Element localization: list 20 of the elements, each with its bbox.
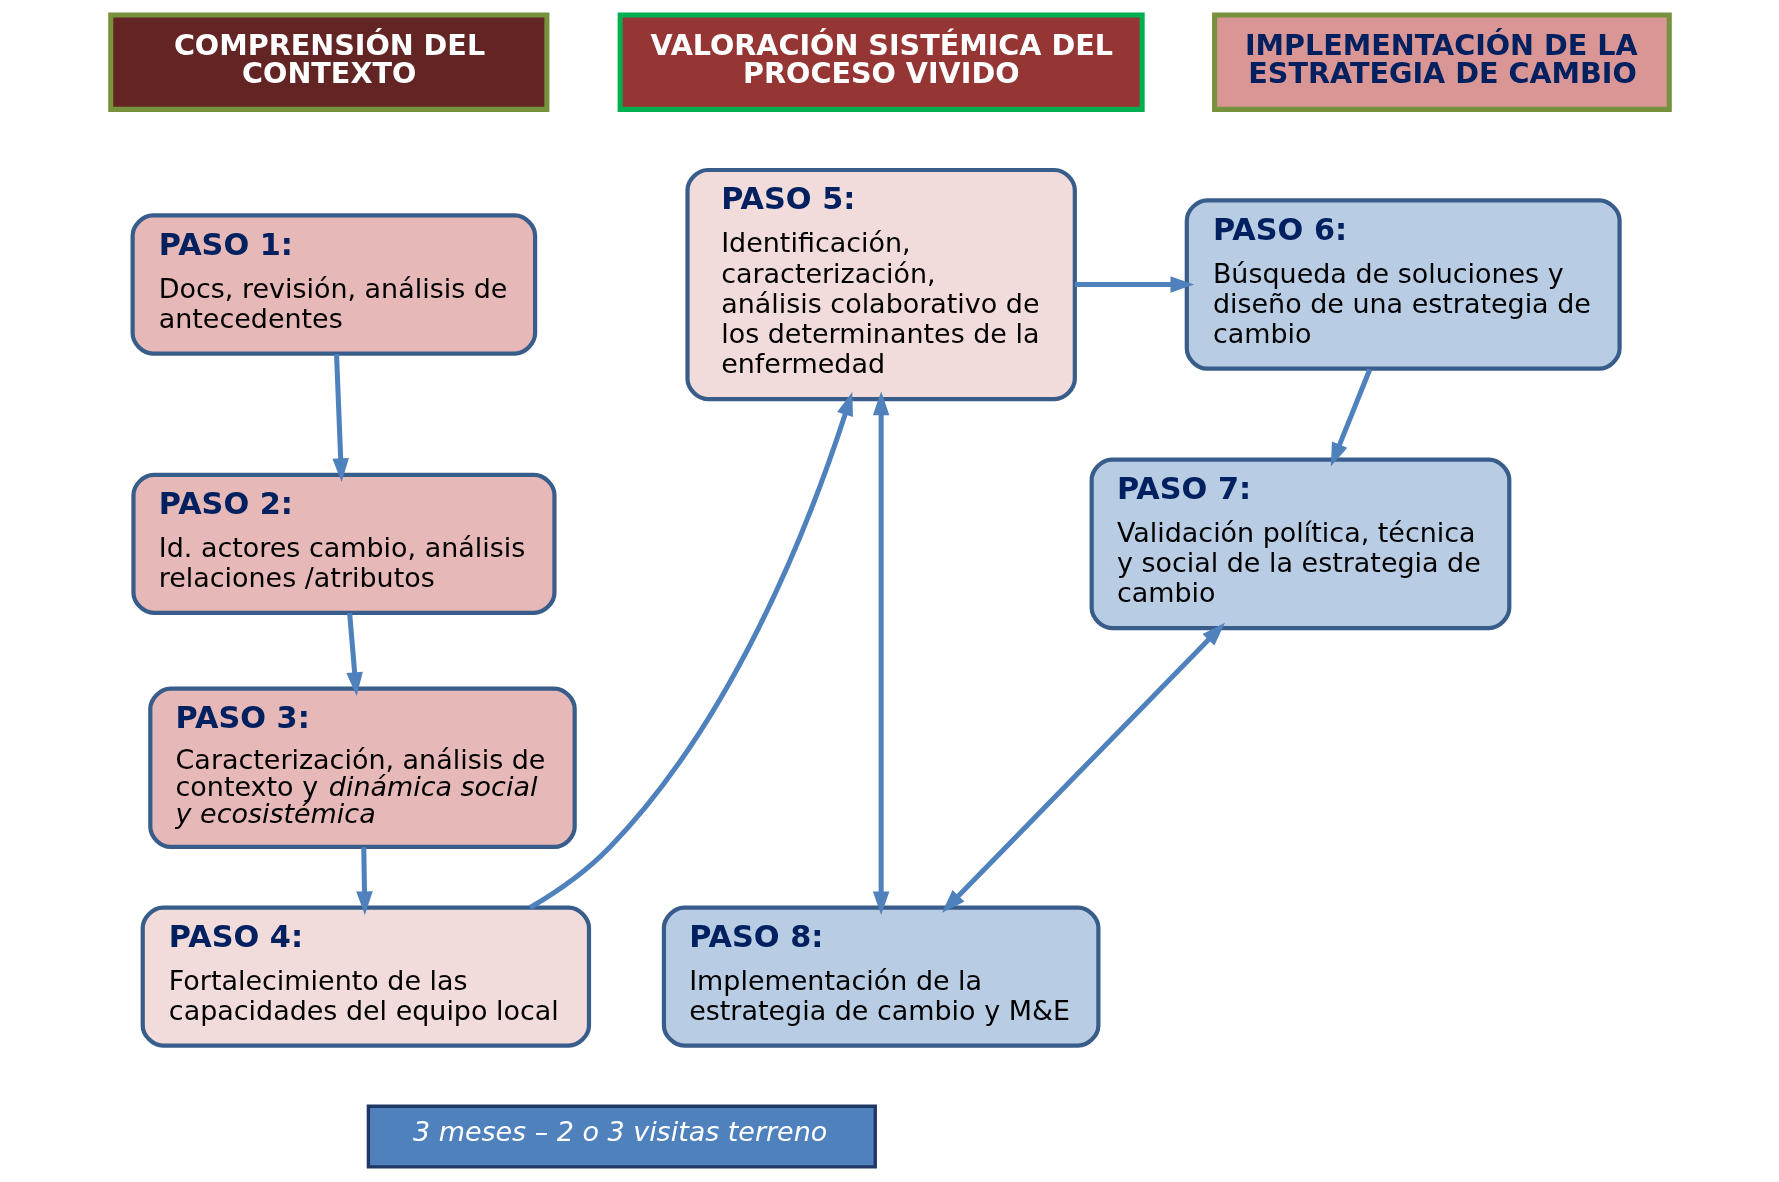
- arrow: [872, 391, 889, 916]
- node-box: PASO 5: Identificación, caracterización, análisis colaborativo de los determinantes de la enfermedad: [684, 167, 1077, 402]
- arrow: [1330, 368, 1372, 467]
- node-box: PASO 4: Fortalecimiento de las capacidades del equipo local: [140, 905, 591, 1048]
- node-box: 3 meses – 2 o 3 visitas terreno: [366, 1104, 877, 1169]
- node-box: PASO 6: Búsqueda de soluciones y diseño de una estrategia de cambio: [1184, 198, 1622, 371]
- node-box: PASO 7: Validación política, técnica y social de la estrategia de cambio: [1089, 457, 1511, 631]
- node-box: PASO 8: Implementación de la estrategia de cambio y M&E: [661, 905, 1100, 1048]
- node-box: PASO 2: Id. actores cambio, análisis relaciones /atributos: [130, 472, 557, 615]
- node-box: PASO 3: Caracterización, análisis de contexto y dinámica social y ecosistémica: [147, 686, 577, 850]
- arrow: [345, 612, 363, 696]
- arrow: [528, 391, 853, 910]
- node-box: COMPRENSIÓN DEL CONTEXTO: [107, 12, 549, 112]
- arrow: [1074, 276, 1194, 293]
- arrow: [331, 354, 349, 482]
- node-box: IMPLEMENTACIÓN DE LA ESTRATEGIA DE CAMBIO: [1211, 12, 1672, 112]
- arrow: [941, 622, 1225, 913]
- node-box: PASO 1: Docs, revisión, análisis de antecedentes: [130, 213, 537, 356]
- node-box: VALORACIÓN SISTÉMICA DEL PROCESO VIVIDO: [617, 12, 1145, 112]
- arrow: [355, 847, 373, 915]
